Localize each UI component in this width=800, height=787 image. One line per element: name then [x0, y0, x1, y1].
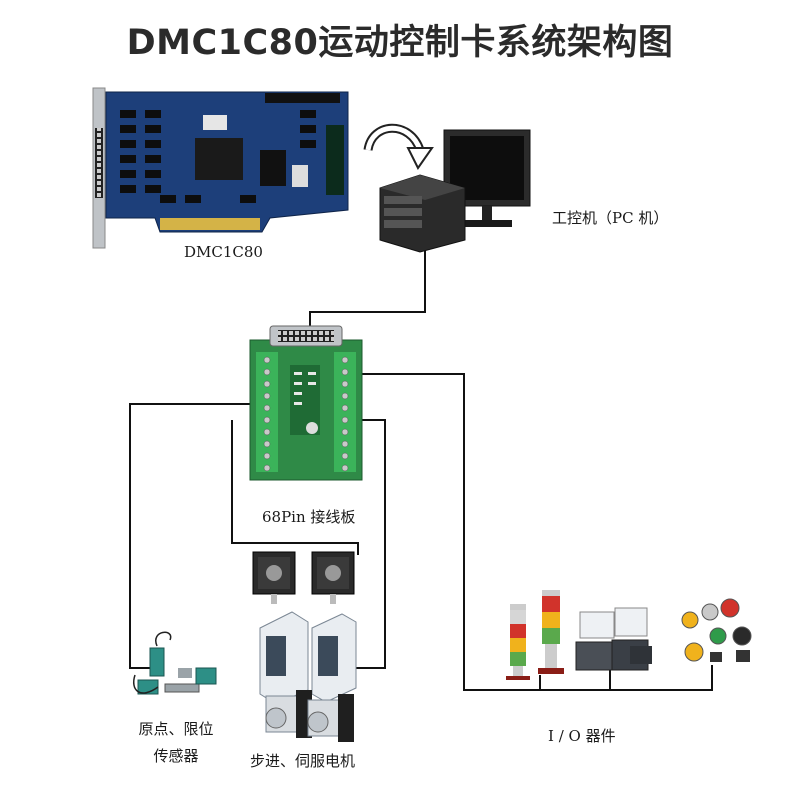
signal-tower-icon	[538, 590, 564, 674]
wires	[129, 222, 713, 691]
sensors-label-line1: 原点、限位	[138, 720, 214, 738]
signal-tower-icon	[506, 604, 530, 680]
solenoid-valve-icon	[575, 607, 652, 671]
page-title: DMC1C80运动控制卡系统架构图	[126, 23, 674, 63]
servo-wire	[355, 419, 386, 669]
servo-drive-icon	[311, 613, 357, 703]
motors-label: 步进、伺服电机	[250, 752, 356, 770]
sensor-wire	[129, 403, 255, 669]
io-wire	[362, 373, 713, 691]
servo-motor-icon	[265, 690, 312, 738]
servo-drive-icon	[259, 611, 309, 705]
proximity-sensor-icon	[133, 631, 217, 695]
push-button-icon	[681, 598, 752, 662]
sensors-label-line2: 传感器	[153, 747, 199, 765]
servo-motor-icon	[307, 694, 354, 742]
io-label: I / O 器件	[548, 727, 616, 745]
card-label: DMC1C80	[184, 243, 263, 261]
pc-to-board-wire	[309, 222, 426, 330]
install-arrow-icon	[363, 123, 434, 170]
pc-label: 工控机（PC 机）	[552, 209, 669, 227]
terminal-board-icon	[249, 325, 363, 481]
terminal-board-label: 68Pin 接线板	[262, 508, 356, 526]
stepper-wire	[231, 420, 359, 555]
stepper-motor-icon	[252, 551, 296, 604]
motion-card-icon	[92, 87, 349, 249]
industrial-pc-icon	[379, 174, 466, 253]
stepper-motor-icon	[311, 551, 355, 604]
sensors-label: 原点、限位 传感器	[136, 718, 216, 766]
